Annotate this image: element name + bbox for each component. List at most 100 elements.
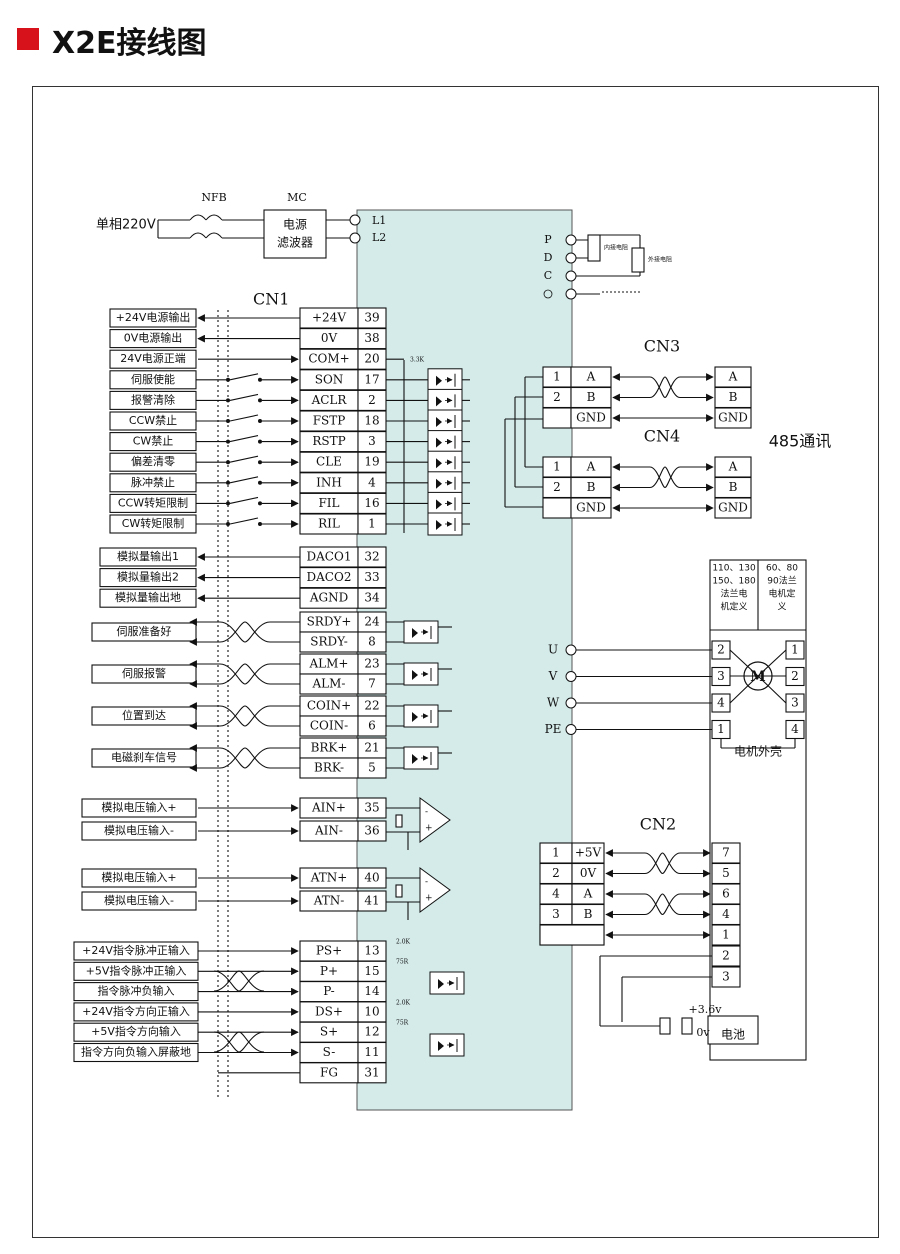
switch-blade	[229, 476, 259, 484]
input-optocoupler	[427, 430, 463, 454]
cn1-g1-label-39-box	[109, 308, 197, 328]
cn1-g2-row-32-signal: DACO1	[307, 550, 352, 564]
motor-left-pin: 1	[717, 722, 725, 736]
cn1-g1-label-1-text: CW转矩限制	[122, 516, 185, 530]
battery-connector	[681, 1017, 693, 1035]
motor-col2-text: 义	[777, 602, 786, 613]
switch-contact	[226, 377, 230, 382]
cn1-g1-label-18-text: CCW禁止	[129, 414, 177, 427]
switch-blade	[229, 435, 259, 443]
motor-left-pin-cell	[711, 719, 731, 740]
cn3-remote-B: B	[729, 390, 738, 404]
motor-winding	[757, 649, 787, 677]
cn1-g3-label-23-box	[91, 664, 197, 684]
op-amp	[419, 867, 451, 913]
direction-twisted-pair	[213, 1031, 265, 1053]
cn1-g1-label-19-text: 偏差清零	[131, 454, 175, 468]
switch-blade	[229, 496, 259, 504]
motor-left-pin: 2	[717, 643, 725, 657]
cn1-g5-row-15-signal: P+	[320, 964, 338, 978]
driver-body	[356, 209, 573, 1111]
battery-connector	[659, 1017, 671, 1035]
motor-terminal-PE: PE	[545, 722, 562, 736]
cn1-g1-label-38-box	[109, 329, 197, 349]
cn1-g3-label-24-box	[91, 622, 197, 642]
cn1-g5-row-31-pin: 31	[364, 1065, 379, 1079]
cn1-g1-row-3-pin: 3	[368, 434, 376, 448]
input-optocoupler	[427, 368, 463, 392]
cn1-g2-row-34-pin-cell	[357, 587, 387, 609]
cn1-g2-row-32-pin: 32	[364, 550, 379, 564]
external-resistor	[631, 247, 645, 273]
cn1-g1-row-18-signal: FSTP	[313, 414, 346, 428]
motor-terminal-U: U	[548, 643, 558, 657]
cn1-g3-row-23-pin: 23	[364, 657, 379, 671]
cn1-g1-label-16-text: CCW转矩限制	[118, 495, 188, 509]
cn1-g3-row-5-signal: BRK-	[314, 761, 344, 775]
switch-contact	[258, 398, 262, 403]
cn1-g1-row-16-signal: FIL	[318, 496, 339, 510]
cn1-g3-label-21-box	[91, 748, 197, 768]
cn2-remote-6: 6	[722, 887, 730, 901]
ground-symbol	[543, 289, 553, 299]
motor-terminal-W: W	[547, 696, 560, 710]
switch-contact	[226, 480, 230, 485]
motor-terminal-V: V	[548, 669, 558, 683]
cn1-g1-row-1-signal: RIL	[318, 517, 340, 531]
motor-right-pin: 1	[791, 643, 799, 657]
r75-label-1: 75R	[396, 959, 409, 966]
motor-col2-text: 60、80	[766, 564, 798, 574]
motor-terminal	[565, 644, 577, 656]
motor-right-pin: 4	[791, 722, 799, 736]
cn1-g2-label-32-text: 模拟量输出1	[117, 549, 179, 563]
cn1-g3-label-23-text: 伺服报警	[122, 666, 166, 680]
cn3-twisted-pair	[649, 376, 681, 399]
opto-diode	[436, 458, 442, 469]
opto-diode	[412, 628, 418, 638]
filter-label-2: 滤波器	[277, 236, 313, 250]
opto-diode	[436, 375, 442, 386]
motor-col1-text: 110、130	[712, 564, 756, 574]
cn2-pin-3: 3	[552, 907, 560, 921]
cn2-extra-cell	[539, 924, 605, 946]
cn1-g5-row-12-pin: 12	[364, 1025, 379, 1039]
switch-blade	[229, 455, 259, 463]
switch-blade	[229, 373, 259, 381]
pdc-terminal	[565, 288, 577, 300]
cn2-remote-cell	[711, 924, 741, 946]
cn1-g3-row-22-pin: 22	[364, 699, 379, 713]
opto-diode	[436, 417, 442, 427]
switch-contact	[258, 501, 262, 506]
cn1-g4-row-36-signal: AIN-	[314, 824, 343, 838]
pdc-terminal	[565, 252, 577, 264]
cn1-g5-row-11-signal: S-	[323, 1045, 336, 1059]
cn1-g1-row-17-signal: SON	[315, 372, 344, 386]
input-optocoupler	[427, 471, 463, 495]
cn1-title: CN1	[253, 290, 289, 309]
motor-winding	[757, 675, 787, 704]
cn1-g5-row-31-pin-cell	[357, 1062, 387, 1084]
cn1-g3-label-22-box	[91, 706, 197, 726]
cn1-g1-row-20-pin: 20	[364, 352, 379, 366]
cn1-g1-row-1-pin: 1	[368, 517, 376, 531]
output-optocoupler	[403, 704, 439, 728]
opto-diode	[436, 520, 442, 530]
cn2-extra-pin-3: 3	[722, 970, 730, 984]
cn1-g3-twisted-pair	[219, 663, 271, 685]
cn4-remote-GND: GND	[718, 501, 748, 515]
cn1-g2-label-34-box	[99, 588, 197, 608]
motor-terminal	[565, 671, 577, 682]
cn1-g1-row-4-pin: 4	[368, 475, 376, 489]
cn3-title: CN3	[644, 337, 680, 356]
cn2-twisted-pair-2	[644, 893, 681, 916]
motor-housing-label: 电机外壳	[734, 745, 782, 759]
motor-col1-text: 法兰电	[720, 588, 747, 600]
cn1-g3-row-8-pin: 8	[368, 635, 376, 649]
cn1-g4-row-36-pin-cell	[357, 820, 387, 842]
cn1-g2-row-33-pin: 33	[364, 570, 379, 584]
cn2-signal-B: B	[584, 907, 593, 921]
page-title: X2E接线图	[52, 26, 207, 61]
rs485-label: 485通讯	[769, 432, 832, 451]
battery-voltage: +3.6v	[689, 1003, 723, 1016]
nfb-breaker	[189, 214, 207, 221]
